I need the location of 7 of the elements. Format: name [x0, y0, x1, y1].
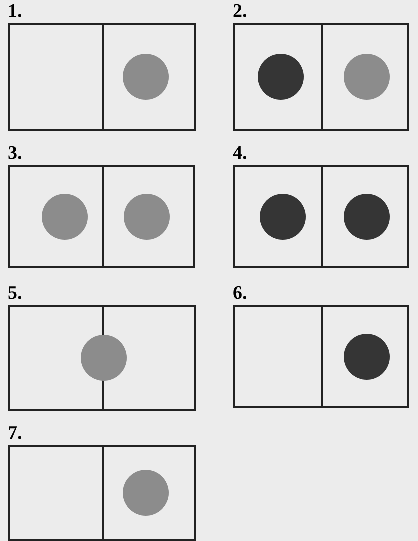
panel-number: 6. — [233, 284, 248, 304]
panel-number: 3. — [8, 144, 22, 164]
panel-number: 4. — [233, 144, 248, 164]
panel-number: 1. — [8, 2, 22, 22]
panel-number: 5. — [8, 284, 22, 304]
panel-number: 2. — [233, 2, 248, 22]
panel-number: 7. — [8, 424, 22, 444]
